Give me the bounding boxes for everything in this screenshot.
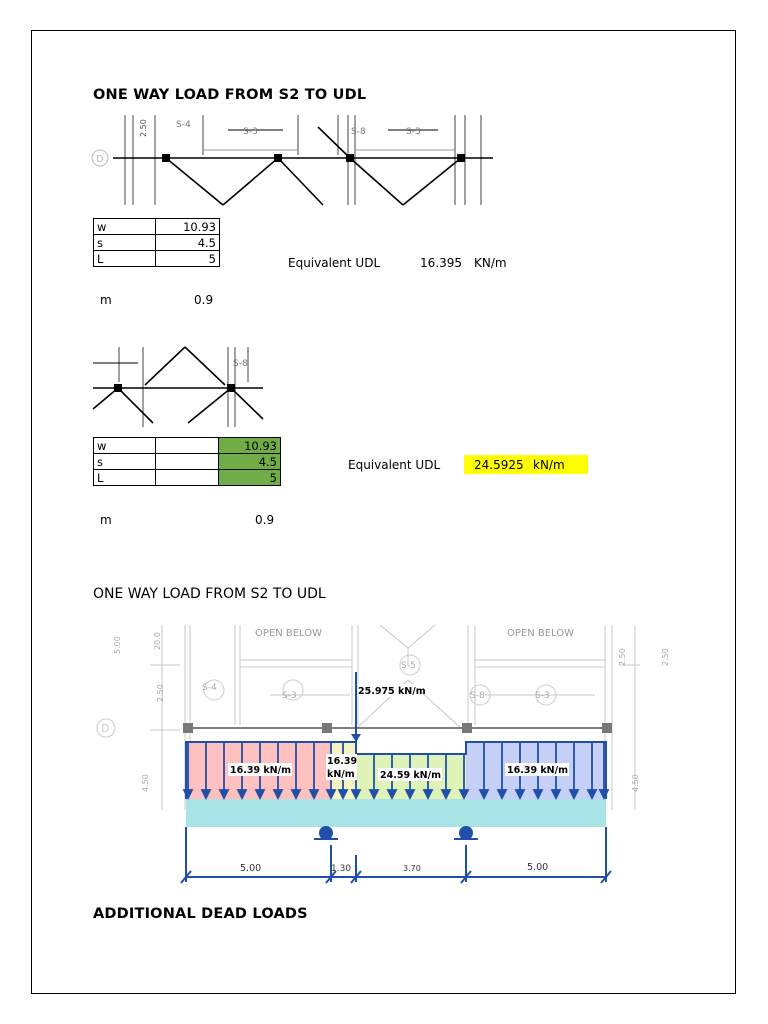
span-1: 5.00 [240,863,261,874]
section4-heading: ADDITIONAL DEAD LOADS [93,906,308,922]
udl-value: 24.5925 [474,458,524,472]
dim-right-top: 2.50 [618,648,627,666]
table-row: L 5 [93,250,220,267]
udl-label: Equivalent UDL [348,458,441,472]
section2-input-table: w 10.93 s 4.5 L 5 [93,437,281,486]
span-3: 3.70 [403,864,421,873]
table-cell-label: L [93,469,156,486]
plan-d: D [101,722,109,735]
section2-plan-drawing: S-8 [92,346,264,427]
udl-highlight [464,455,588,474]
dim-right-low: 4.50 [631,774,640,792]
section1-input-table: w 10.93 s 4.5 L 5 [93,218,220,267]
load-center-label: 24.59 kN/m [380,770,441,781]
plan-s8: S-8 [470,691,485,701]
udl-label: Equivalent UDL [288,256,381,270]
plan-label-s8: S-8 [351,127,366,137]
span-4: 5.00 [527,862,548,873]
plan-label-s3b: S-3 [406,127,421,137]
udl-unit: KN/m [474,256,507,270]
table-cell-value: 5 [155,250,220,267]
table-cell-label: w [93,437,156,454]
plan-label-250: 2.50 [139,119,148,137]
open-below-right: OPEN BELOW [507,628,574,639]
table-row: w 10.93 [93,437,281,454]
section1-plan-drawing: D 2.50 S-4 S-3 S-8 S-3 [91,115,493,206]
page-frame [31,30,736,994]
dim-right-top-2: 2.50 [661,648,670,666]
load-mid-label-1: 16.39 [327,756,357,767]
table-cell-value: 10.93 [155,218,220,235]
table-row: s 4.5 [93,234,220,251]
table-row: L 5 [93,469,281,486]
plan-s5: S-5 [401,661,416,671]
load-right-label: 16.39 kN/m [507,765,568,776]
m-label: m [100,293,112,307]
udl-value: 16.395 [420,256,462,270]
point-load-label: 25.975 kN/m [358,686,426,697]
dim-20: 20.0 [153,632,162,650]
plan-label-s3: S-3 [243,127,258,137]
table-cell-empty [155,453,219,470]
open-below-left: OPEN BELOW [255,628,322,639]
load-arrows [182,742,610,801]
supports [314,826,478,840]
section1-heading: ONE WAY LOAD FROM S2 TO UDL [93,87,367,103]
load-mid-label-2: kN/m [327,769,355,780]
table-cell-label: w [93,218,156,235]
table-cell-label: s [93,453,156,470]
plan-label-d: D [96,154,104,165]
table-cell-empty [155,437,219,454]
table-cell-empty [155,469,219,486]
section3-heading: ONE WAY LOAD FROM S2 TO UDL [93,586,326,602]
table-cell-value: 10.93 [218,437,281,454]
plan-label-s4: S-4 [176,120,191,130]
span-2: 1.30 [331,864,351,874]
table-cell-value: 5 [218,469,281,486]
m-label: m [100,513,112,527]
plan-label-s8: S-8 [233,359,248,369]
table-cell-label: s [93,234,156,251]
table-cell-value: 4.5 [155,234,220,251]
table-row: w 10.93 [93,218,220,235]
plan-s4: S-4 [202,683,217,693]
dim-left-top: 5.00 [113,636,122,654]
m-value: 0.9 [194,293,214,307]
span-dimensions [180,827,612,884]
dim-left-low: 4.50 [141,774,150,792]
udl-unit: kN/m [533,458,565,472]
table-cell-value: 4.5 [218,453,281,470]
table-row: s 4.5 [93,453,281,470]
load-left-label: 16.39 kN/m [230,765,291,776]
plan-s3-left: S-3 [282,691,297,701]
table-cell-label: L [93,250,156,267]
load-diagram: OPEN BELOW OPEN BELOW 5.00 20.0 2.50 4.5… [96,624,670,884]
m-value: 0.9 [255,513,275,527]
beam-body [186,799,606,827]
plan-s3-right: S-3 [535,691,550,701]
dim-left-mid: 2.50 [156,684,165,702]
